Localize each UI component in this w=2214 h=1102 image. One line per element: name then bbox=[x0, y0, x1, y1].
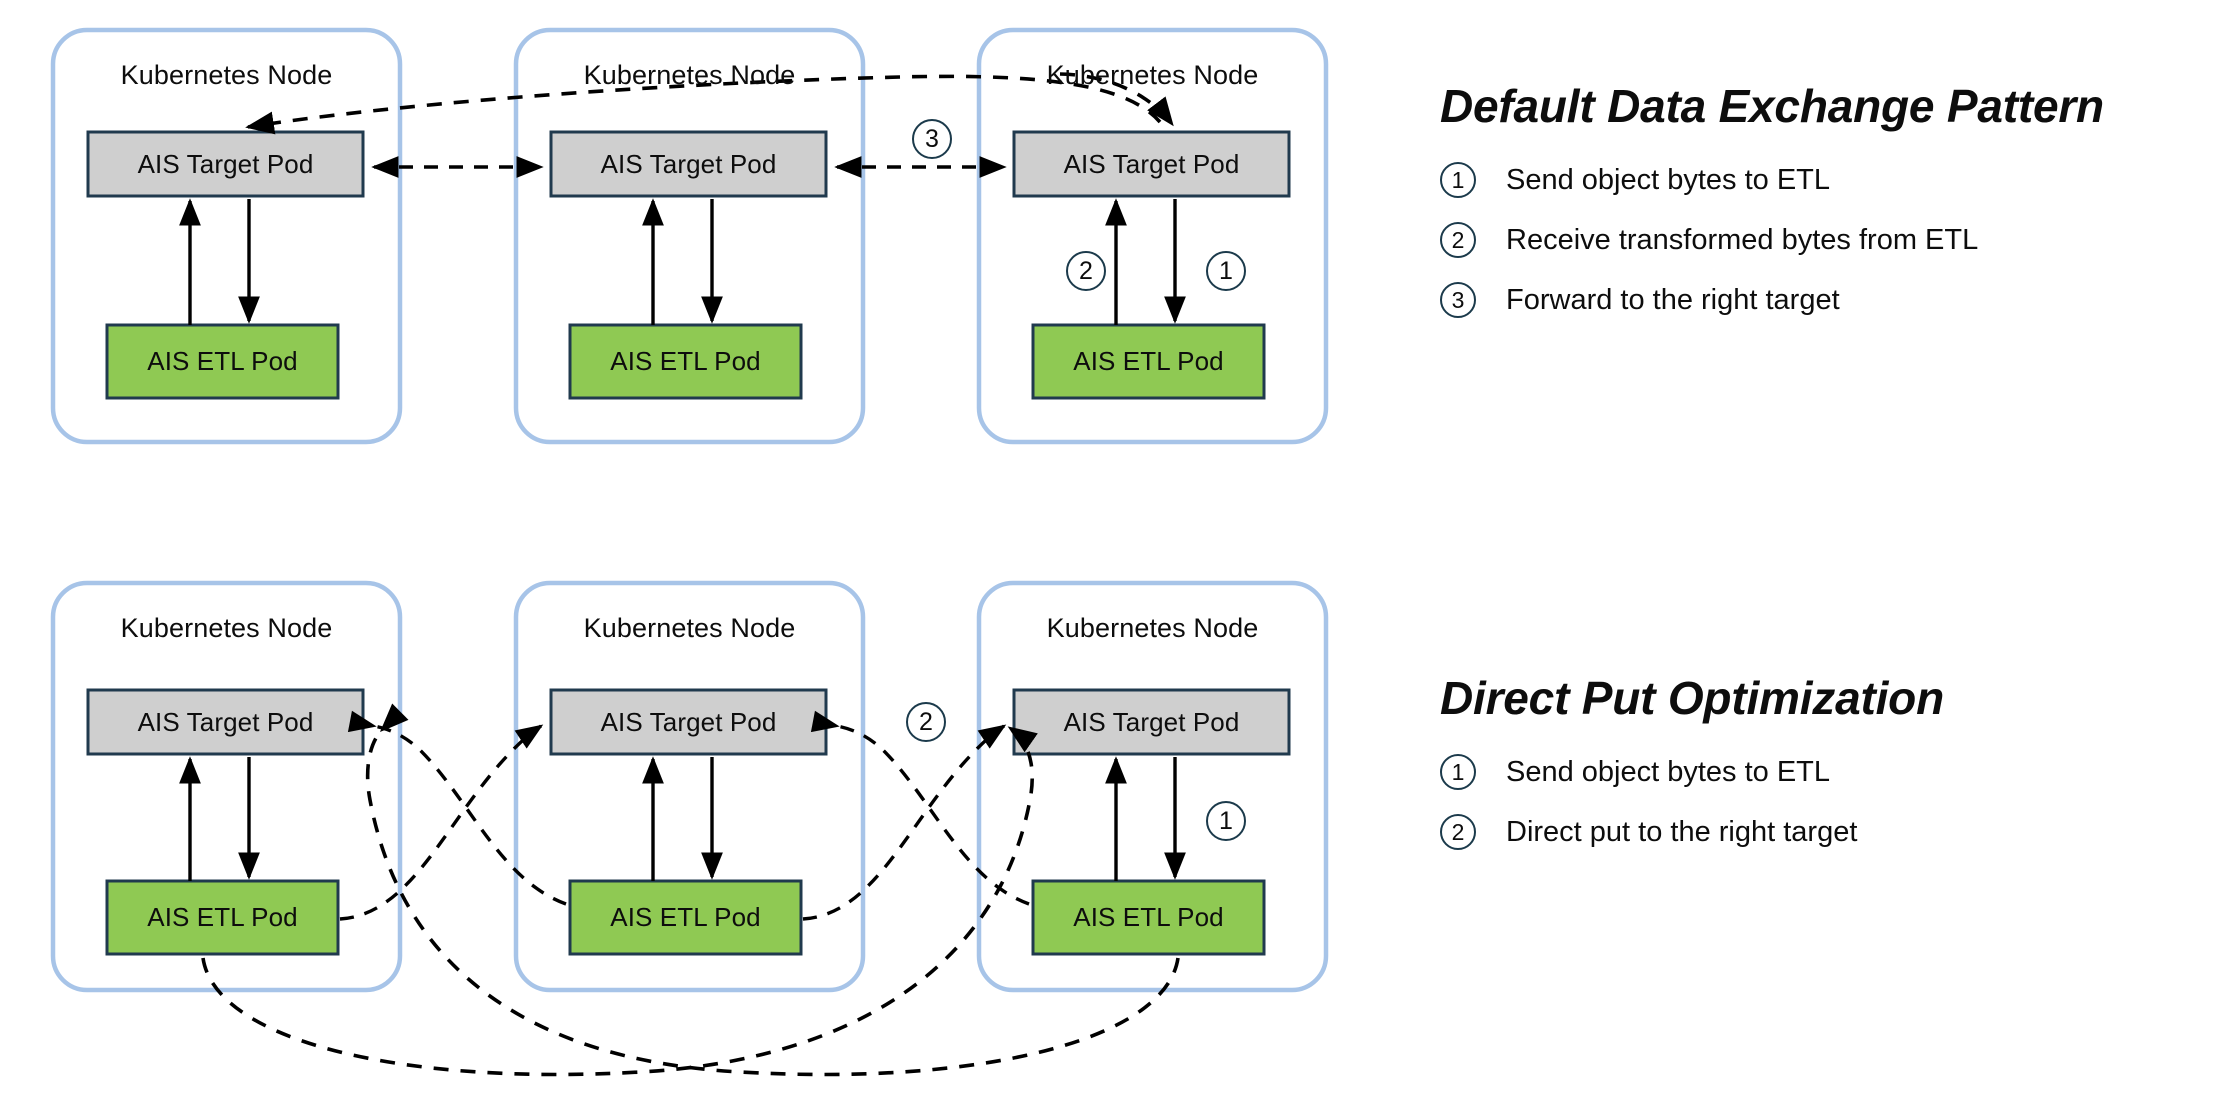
ais-target-pod-label: AIS Target Pod bbox=[600, 706, 777, 737]
ais-etl-pod-label: AIS ETL Pod bbox=[1073, 346, 1224, 376]
legend-item: 1 Send object bytes to ETL bbox=[1440, 162, 2104, 198]
ais-etl-pod-label: AIS ETL Pod bbox=[610, 902, 761, 932]
ais-etl-pod-box bbox=[105, 323, 340, 400]
step-badge-1: 1 bbox=[1206, 801, 1246, 841]
ais-etl-pod-label: AIS ETL Pod bbox=[147, 902, 298, 932]
legend-badge-1: 1 bbox=[1440, 754, 1476, 790]
legend-item-label: Forward to the right target bbox=[1506, 283, 1840, 316]
ais-etl-pod-box bbox=[1031, 323, 1266, 400]
step-badge-2: 2 bbox=[906, 702, 946, 742]
legend-title: Default Data Exchange Pattern bbox=[1440, 80, 2104, 132]
legend-item-label: Send object bytes to ETL bbox=[1506, 163, 1831, 196]
legend-default-pattern: Default Data Exchange Pattern 1 Send obj… bbox=[1440, 80, 2104, 342]
kubernetes-node-title: Kubernetes Node bbox=[120, 60, 333, 90]
arrow-direct-put-etl2-to-target3 bbox=[802, 724, 1007, 921]
arrow-direct-put-etl3-to-target1 bbox=[365, 703, 1180, 1077]
legend-item: 1 Send object bytes to ETL bbox=[1440, 754, 1944, 790]
legend-badge-2: 2 bbox=[1440, 222, 1476, 258]
ais-target-pod-box bbox=[549, 130, 828, 198]
legend-title: Direct Put Optimization bbox=[1440, 672, 1944, 724]
ais-target-pod-label: AIS Target Pod bbox=[1063, 706, 1240, 737]
ais-etl-pod-box bbox=[1031, 879, 1266, 956]
legend-item-label: Direct put to the right target bbox=[1506, 815, 1858, 848]
kubernetes-node-title: Kubernetes Node bbox=[583, 613, 796, 643]
legend-badge-3: 3 bbox=[1440, 282, 1476, 318]
ais-etl-pod-box bbox=[568, 879, 803, 956]
step-badge-2: 2 bbox=[1066, 251, 1106, 291]
ais-target-pod-box bbox=[549, 688, 828, 756]
diagram-direct-put bbox=[50, 580, 1329, 1077]
ais-etl-pod-box bbox=[105, 879, 340, 956]
kubernetes-node-title: Kubernetes Node bbox=[1046, 60, 1259, 90]
ais-target-pod-box bbox=[1012, 130, 1291, 198]
diagram-default-pattern bbox=[50, 27, 1329, 445]
ais-target-pod-box bbox=[86, 688, 365, 756]
legend-item: 2 Direct put to the right target bbox=[1440, 814, 1944, 850]
ais-etl-pod-label: AIS ETL Pod bbox=[1073, 902, 1224, 932]
legend-badge-1: 1 bbox=[1440, 162, 1476, 198]
ais-etl-pod-box bbox=[568, 323, 803, 400]
ais-target-pod-box bbox=[1012, 688, 1291, 756]
ais-target-pod-label: AIS Target Pod bbox=[1063, 148, 1240, 179]
ais-target-pod-label: AIS Target Pod bbox=[137, 148, 314, 179]
ais-etl-pod-label: AIS ETL Pod bbox=[147, 346, 298, 376]
arrow-forward-arrowhead-right bbox=[1059, 72, 1174, 127]
ais-target-pod-label: AIS Target Pod bbox=[137, 706, 314, 737]
kubernetes-node-title: Kubernetes Node bbox=[583, 60, 796, 90]
legend-item-label: Send object bytes to ETL bbox=[1506, 755, 1831, 788]
arrow-forward-to-right-target bbox=[245, 74, 1162, 135]
legend-badge-2: 2 bbox=[1440, 814, 1476, 850]
kubernetes-node-title: Kubernetes Node bbox=[1046, 613, 1259, 643]
ais-etl-pod-label: AIS ETL Pod bbox=[610, 346, 761, 376]
step-badge-3: 3 bbox=[912, 119, 952, 159]
ais-target-pod-label: AIS Target Pod bbox=[600, 148, 777, 179]
legend-item: 3 Forward to the right target bbox=[1440, 282, 2104, 318]
legend-item-label: Receive transformed bytes from ETL bbox=[1506, 223, 1979, 256]
legend-list: 1 Send object bytes to ETL 2 Receive tra… bbox=[1440, 162, 2104, 318]
ais-target-pod-box bbox=[86, 130, 365, 198]
legend-item: 2 Receive transformed bytes from ETL bbox=[1440, 222, 2104, 258]
legend-direct-put: Direct Put Optimization 1 Send object by… bbox=[1440, 672, 1944, 874]
kubernetes-node-title: Kubernetes Node bbox=[120, 613, 333, 643]
step-badge-1: 1 bbox=[1206, 251, 1246, 291]
arrow-direct-put-etl1-to-target2 bbox=[339, 724, 544, 921]
legend-list: 1 Send object bytes to ETL 2 Direct put … bbox=[1440, 754, 1944, 850]
